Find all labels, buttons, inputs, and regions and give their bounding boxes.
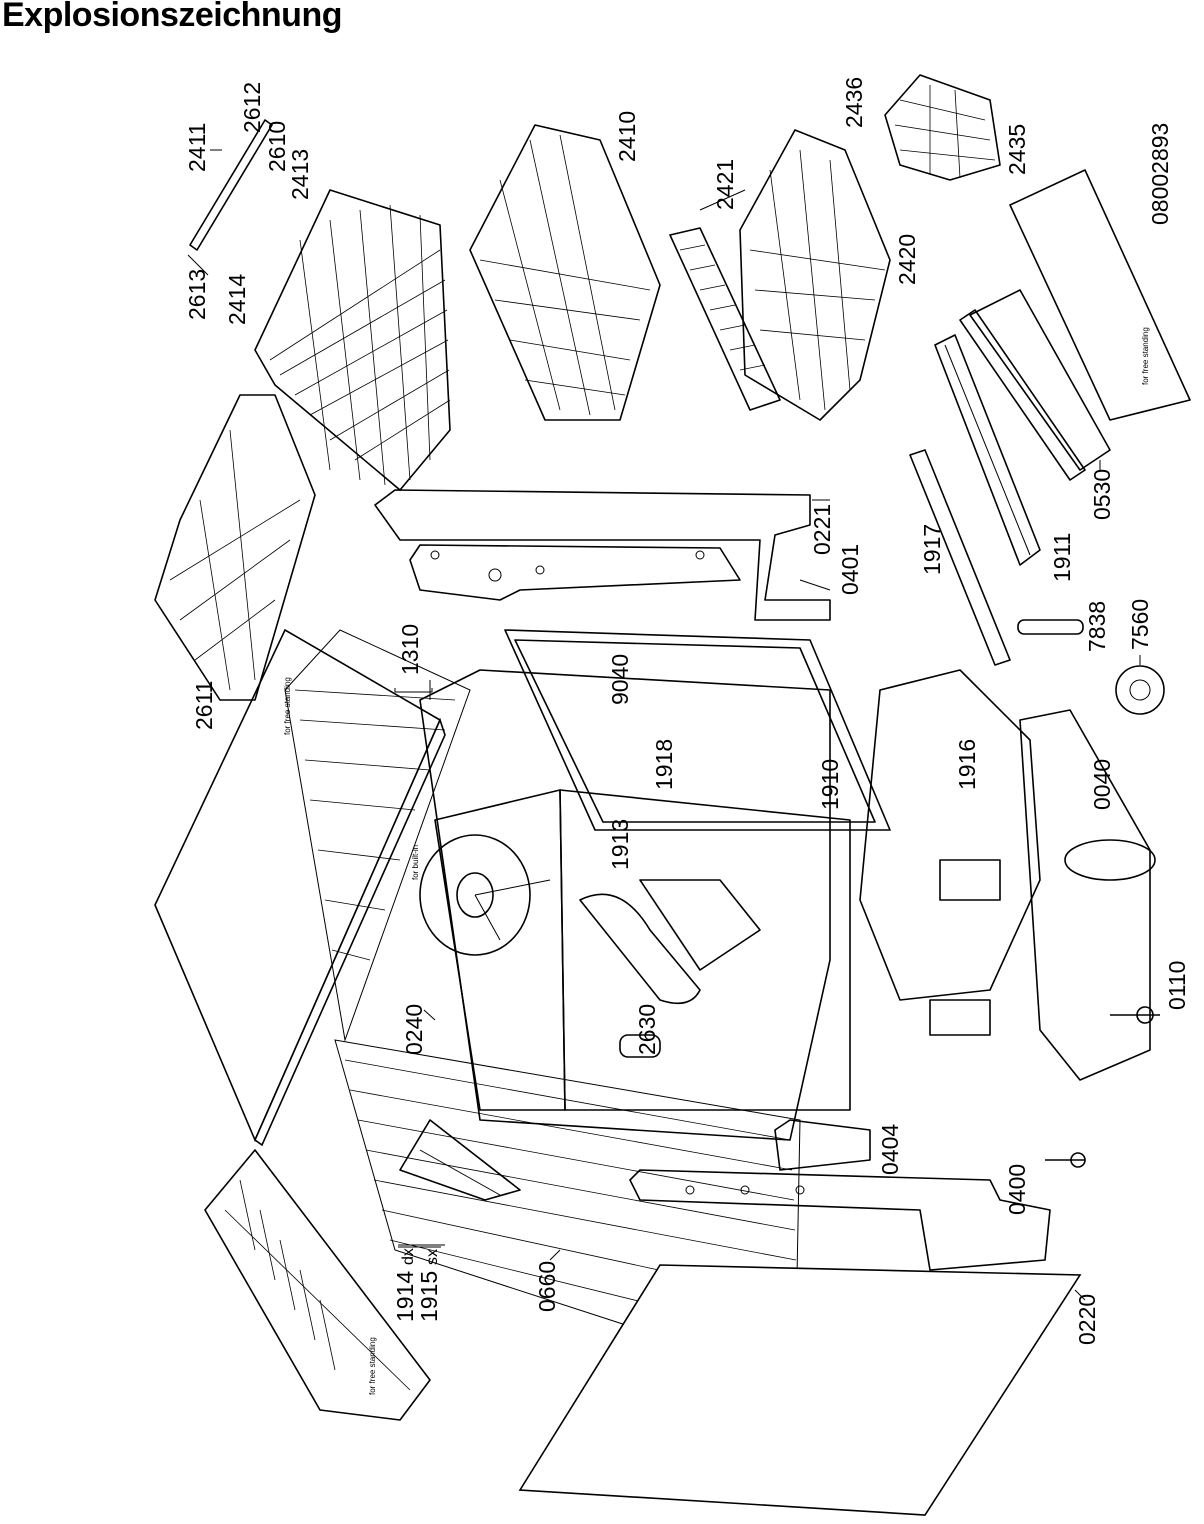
door-gasket bbox=[504, 629, 891, 831]
label-sx: sx bbox=[424, 1249, 441, 1265]
base-pan-0040 bbox=[1019, 709, 1156, 1081]
side-rail-0400 bbox=[629, 1169, 1051, 1271]
label-2436: 2436 bbox=[841, 77, 867, 128]
plinth-0530 bbox=[959, 289, 1111, 481]
spray-arm-rail-1911 bbox=[934, 334, 1041, 566]
top-frame: for free standing bbox=[204, 1149, 431, 1421]
label-1916: 1916 bbox=[954, 739, 980, 790]
label-1310: 1310 bbox=[397, 624, 423, 675]
bracket-1310 bbox=[394, 688, 433, 693]
cutlery-rack-2410 bbox=[469, 124, 661, 421]
pump-wheel-7560 bbox=[1115, 665, 1165, 715]
insulation-note: for built-in bbox=[411, 845, 420, 880]
pump-assembly bbox=[859, 669, 1041, 1036]
front-panel-0220 bbox=[518, 1264, 1082, 1516]
label-1917: 1917 bbox=[919, 524, 945, 575]
adjustable-foot-0110 bbox=[1110, 1006, 1160, 1024]
label-1915: 1915 bbox=[416, 1271, 442, 1322]
mounting-rail-0401 bbox=[409, 544, 741, 601]
label-doc-number: 08002893 bbox=[1147, 123, 1173, 225]
block-0404 bbox=[774, 1119, 871, 1171]
label-2410: 2410 bbox=[614, 111, 640, 162]
control-panel-2611 bbox=[154, 394, 316, 701]
upper-basket bbox=[254, 189, 451, 491]
top-frame-note: for free standing bbox=[368, 1337, 377, 1395]
adjustable-foot bbox=[1045, 1152, 1086, 1168]
label-2611: 2611 bbox=[191, 681, 217, 730]
cutlery-basket-2435 bbox=[884, 74, 1001, 181]
label-0400: 0400 bbox=[1004, 1164, 1030, 1215]
label-0530: 0530 bbox=[1089, 469, 1115, 520]
side-panel-0221 bbox=[374, 489, 831, 621]
label-2413: 2413 bbox=[287, 149, 313, 200]
label-7560: 7560 bbox=[1127, 599, 1153, 650]
label-0240: 0240 bbox=[401, 1004, 427, 1055]
label-7838: 7838 bbox=[1084, 601, 1110, 652]
label-0401: 0401 bbox=[837, 544, 863, 595]
rear-cover-panel: for free standing bbox=[1009, 169, 1191, 421]
label-1914: 1914 bbox=[392, 1271, 418, 1322]
label-2411: 2411 bbox=[184, 123, 210, 172]
label-2421: 2421 bbox=[712, 159, 738, 210]
label-2613: 2613 bbox=[184, 269, 210, 320]
label-2420: 2420 bbox=[894, 234, 920, 285]
tub-cabinet bbox=[419, 669, 851, 1141]
label-0040: 0040 bbox=[1089, 759, 1115, 810]
leader-lines bbox=[187, 149, 1141, 1301]
label-0660: 0660 bbox=[534, 1261, 560, 1312]
rear-cover-note: for free standing bbox=[1141, 327, 1150, 385]
label-2435: 2435 bbox=[1004, 124, 1030, 175]
label-2610: 2610 bbox=[264, 121, 290, 172]
label-1910: 1910 bbox=[817, 759, 843, 810]
page-title: Explosionszeichnung bbox=[2, 0, 342, 34]
label-0404: 0404 bbox=[877, 1124, 903, 1175]
label-0220: 0220 bbox=[1074, 1294, 1100, 1345]
hinge-1914-1915 bbox=[399, 1119, 521, 1201]
label-0221: 0221 bbox=[809, 504, 835, 555]
label-0110: 0110 bbox=[1164, 961, 1190, 1010]
label-9040: 9040 bbox=[607, 654, 633, 705]
part-labels: 2612 2411 2610 2413 2613 2414 2410 2436 … bbox=[184, 77, 1190, 1345]
insulation-mat: for built-in bbox=[284, 629, 471, 1042]
label-1918: 1918 bbox=[651, 739, 677, 790]
seal-strip-1917 bbox=[909, 449, 1011, 666]
label-dx: dx bbox=[400, 1248, 417, 1265]
lower-basket-2420 bbox=[669, 129, 891, 421]
slide-rail-2610 bbox=[189, 119, 273, 251]
rod-7838 bbox=[1017, 619, 1084, 635]
label-1913: 1913 bbox=[607, 819, 633, 870]
label-2612: 2612 bbox=[239, 82, 265, 133]
label-1911: 1911 bbox=[1049, 533, 1075, 582]
worktop-panel: for free standing bbox=[154, 628, 446, 1147]
label-2630: 2630 bbox=[634, 1004, 660, 1055]
label-2414: 2414 bbox=[224, 274, 250, 325]
